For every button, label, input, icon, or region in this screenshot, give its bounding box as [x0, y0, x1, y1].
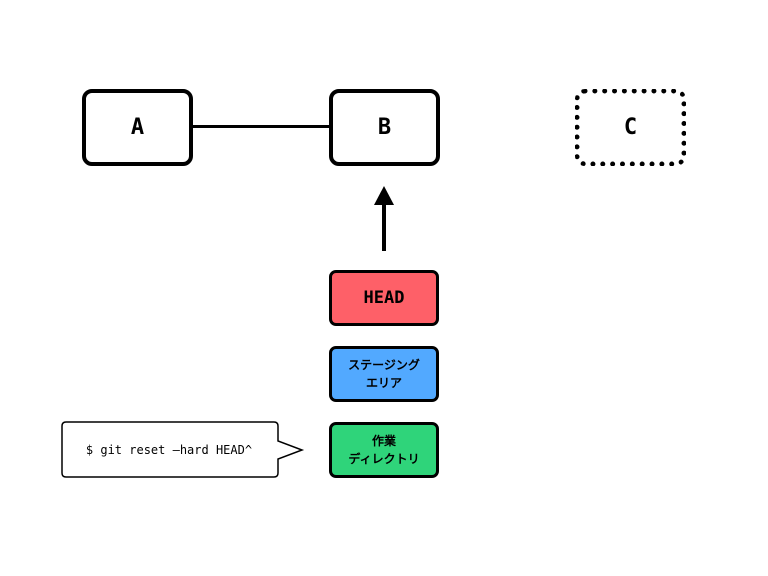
commit-a: A — [82, 89, 193, 166]
head-box: HEAD — [329, 270, 439, 326]
commit-a-label: A — [130, 115, 145, 140]
commit-b: B — [329, 89, 440, 166]
commit-b-label: B — [377, 115, 392, 140]
workdir-label-line2: ディレクトリ — [348, 452, 420, 466]
staging-label-line1: ステージング — [348, 358, 420, 372]
staging-label-line2: エリア — [365, 376, 402, 390]
head-pointer-arrow — [374, 186, 394, 251]
commit-c-removed: C — [575, 89, 686, 166]
workdir-label-line1: 作業 — [371, 434, 396, 448]
working-directory-box: 作業 ディレクトリ — [329, 422, 439, 478]
head-label: HEAD — [363, 288, 405, 308]
commit-connector-a-b — [192, 125, 330, 128]
staging-area-box: ステージング エリア — [329, 346, 439, 402]
command-text: $ git reset —hard HEAD^ — [85, 442, 253, 457]
commit-c-label: C — [623, 115, 638, 140]
